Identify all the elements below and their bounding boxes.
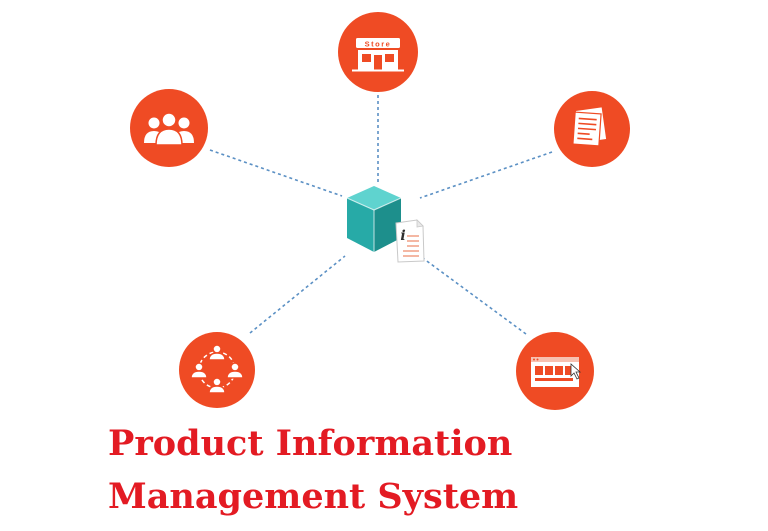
connector-lower-right — [419, 255, 527, 335]
node-store: Store — [338, 12, 418, 92]
cube-with-info-document-icon: i — [346, 186, 425, 263]
people-network-icon — [190, 344, 244, 394]
title-line-2: Management System — [108, 476, 519, 517]
group-of-people-icon — [144, 112, 194, 146]
documents-icon — [572, 107, 607, 147]
connector-upper-right — [419, 151, 553, 199]
store-sign-text: Store — [365, 40, 392, 49]
connector-lines — [209, 95, 553, 335]
node-browser — [516, 332, 594, 410]
web-browser-icon — [531, 357, 582, 387]
connector-upper-left — [209, 149, 343, 197]
store-icon: Store — [352, 38, 404, 72]
info-glyph: i — [400, 228, 405, 244]
node-network — [179, 332, 255, 408]
info-document-icon: i — [395, 219, 425, 263]
connector-lower-left — [249, 255, 346, 334]
node-documents — [554, 91, 630, 167]
title-line-1: Product Information — [108, 423, 513, 464]
node-group — [130, 89, 208, 167]
